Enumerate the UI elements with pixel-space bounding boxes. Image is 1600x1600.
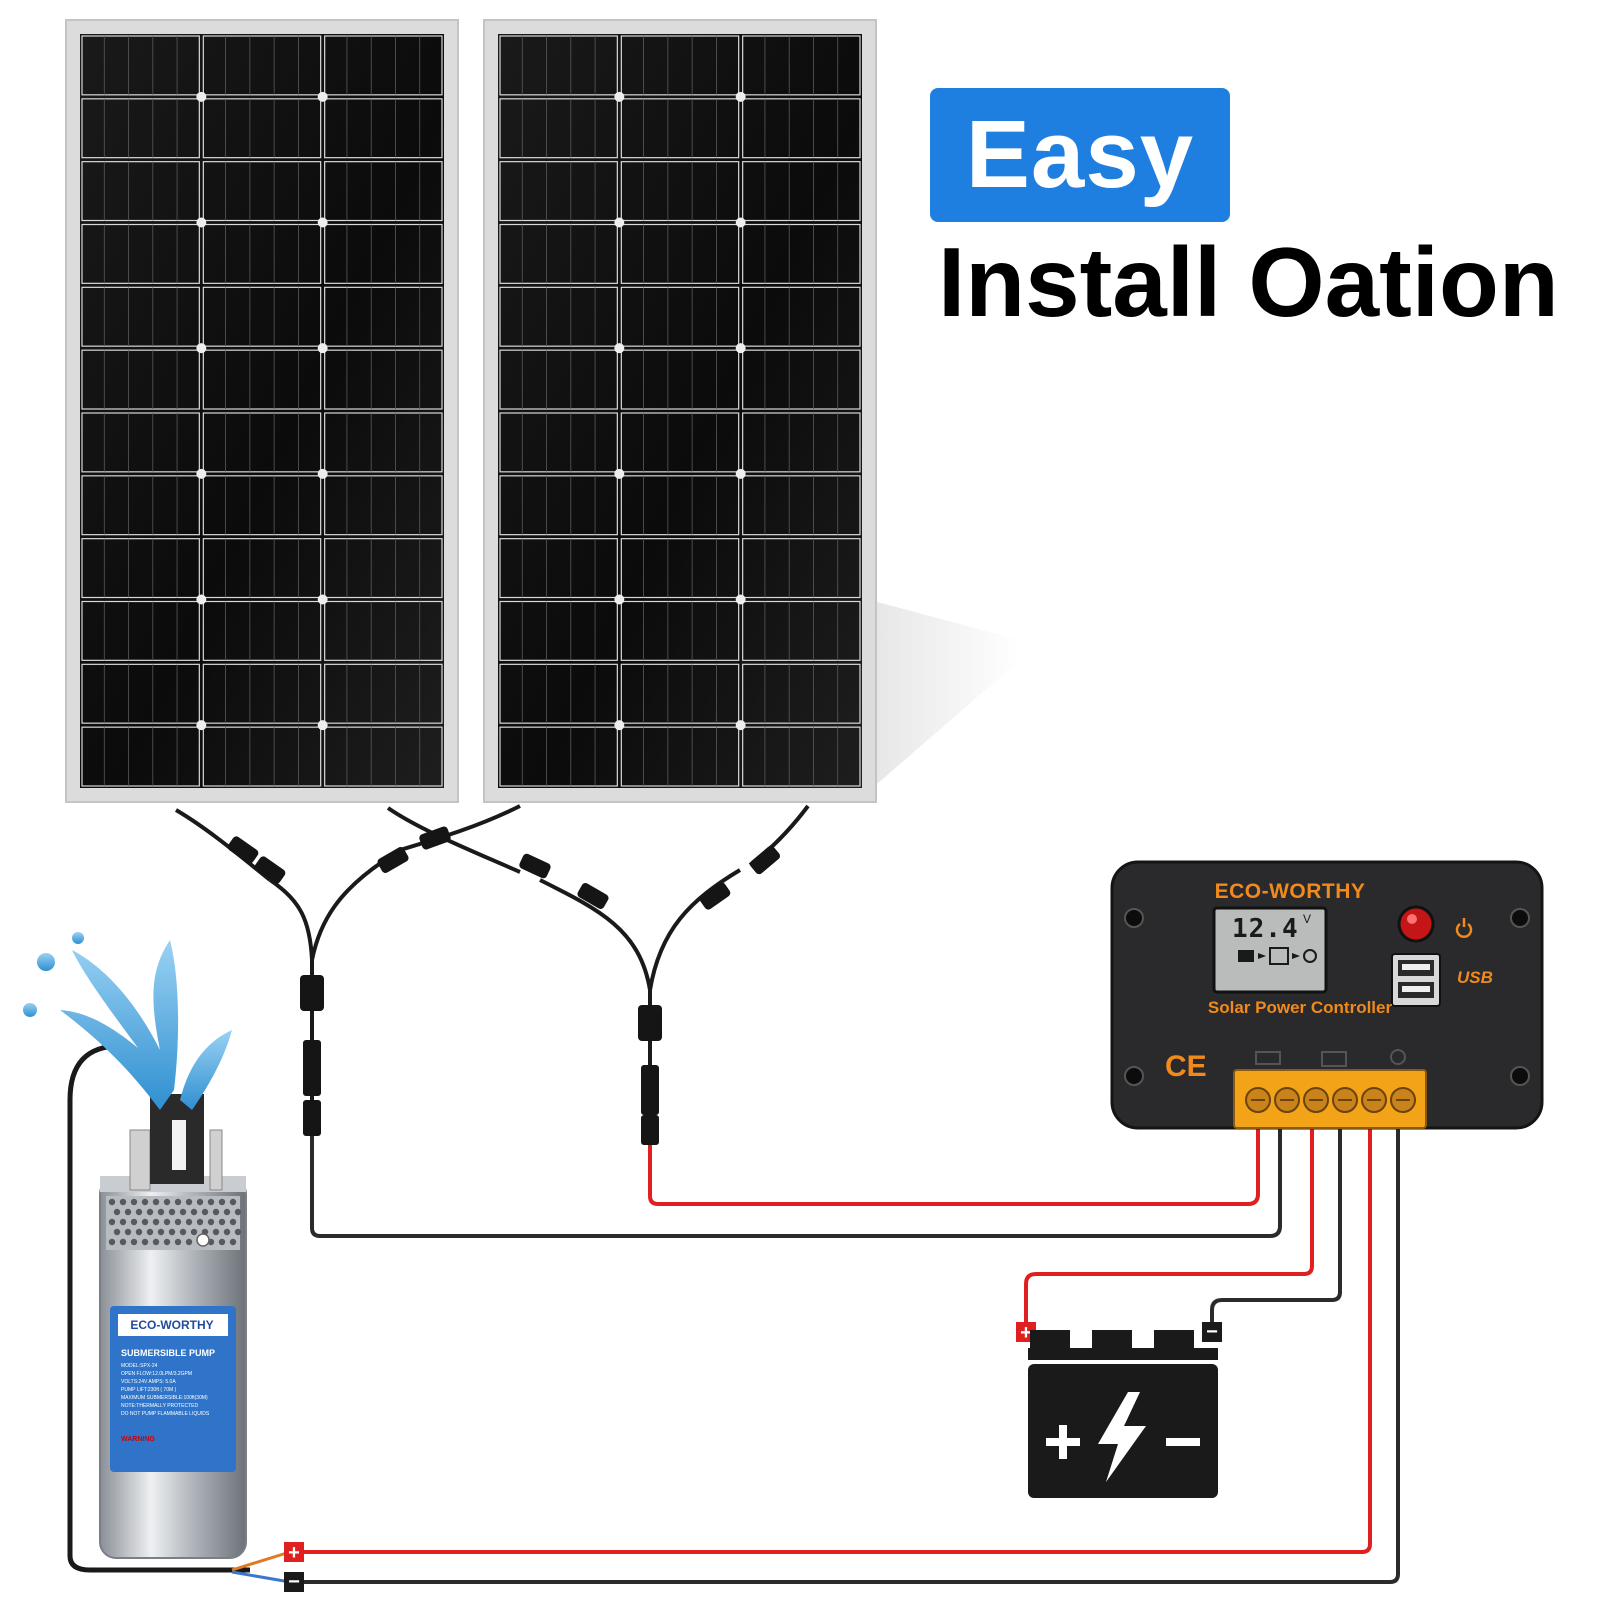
lcd-voltage-unit: V xyxy=(1303,912,1312,926)
submersible-pump xyxy=(99,1094,247,1559)
ce-mark: CE xyxy=(1165,1050,1207,1083)
pump-specs: MODEL:SPX-24 OPEN FLOW:12.0LPM/3.2GPM VO… xyxy=(121,1362,231,1418)
panel-shadow xyxy=(870,600,1020,790)
pump-label xyxy=(110,1306,236,1472)
usb-port-icon xyxy=(1391,953,1441,1007)
headline-badge-text: Easy xyxy=(965,101,1195,208)
lcd-voltage-readout: 12.4 xyxy=(1232,914,1299,944)
pump-spec-line: MAXIMUM SUBMERSIBLE:100ft(30M) xyxy=(121,1395,208,1401)
pump-spec-line: DO NOT PUMP FLAMMABLE LIQUIDS xyxy=(121,1411,210,1417)
power-button-icon xyxy=(1397,905,1435,943)
terminal-symbols xyxy=(1255,1049,1406,1067)
headline-title: Install Oation xyxy=(938,227,1559,337)
power-symbol-icon xyxy=(1455,918,1473,938)
panel-cables xyxy=(174,804,810,1130)
water-splash-icon xyxy=(23,932,232,1110)
solar-terminal-icon xyxy=(1255,1051,1281,1065)
mc4-connectors xyxy=(227,826,780,1145)
terminal-screws xyxy=(1245,1087,1416,1113)
lightning-icon xyxy=(1098,1392,1146,1482)
pump-spec-line: MODEL:SPX-24 xyxy=(121,1363,158,1369)
svg-text:−: − xyxy=(288,1571,300,1593)
lcd-status-icons xyxy=(1238,947,1317,965)
pump-brand: ECO-WORTHY xyxy=(130,1318,214,1332)
terminal-block xyxy=(1233,1069,1427,1129)
svg-text:+: + xyxy=(1020,1322,1032,1344)
wiring xyxy=(67,1043,1400,1584)
pump-spec-line: OPEN FLOW:12.0LPM/3.2GPM xyxy=(121,1371,193,1377)
pump-warning: WARNING xyxy=(121,1436,155,1443)
controller-name: Solar Power Controller xyxy=(1207,998,1393,1017)
svg-text:+: + xyxy=(288,1542,300,1564)
pump-positive-marker xyxy=(284,1542,304,1562)
battery-terminal-icon xyxy=(1321,1051,1347,1067)
pump-strainer xyxy=(108,1198,242,1246)
pump-model: SUBMERSIBLE PUMP xyxy=(121,1348,216,1358)
solar-panel-left xyxy=(65,19,459,803)
pump-negative-marker xyxy=(284,1572,304,1592)
charge-controller xyxy=(1110,860,1544,1130)
pump-spec-line: PUMP LIFT:230ft ( 70M ) xyxy=(121,1387,177,1393)
wire-markers: + − + − xyxy=(284,1321,1222,1593)
svg-text:−: − xyxy=(1206,1321,1218,1343)
pump-spec-line: VOLTS:24V AMPS: 5.0A xyxy=(121,1379,176,1385)
load-terminal-icon xyxy=(1390,1049,1406,1065)
controller-brand: ECO-WORTHY xyxy=(1214,880,1366,903)
pump-spec-line: NOTE:THERMALLY PROTECTED xyxy=(121,1403,199,1409)
solar-panel-right xyxy=(483,19,877,803)
battery-icon xyxy=(1028,1330,1218,1498)
battery-negative-marker xyxy=(1202,1322,1222,1342)
usb-label: USB xyxy=(1457,968,1493,987)
headline-badge: Easy xyxy=(930,88,1230,222)
